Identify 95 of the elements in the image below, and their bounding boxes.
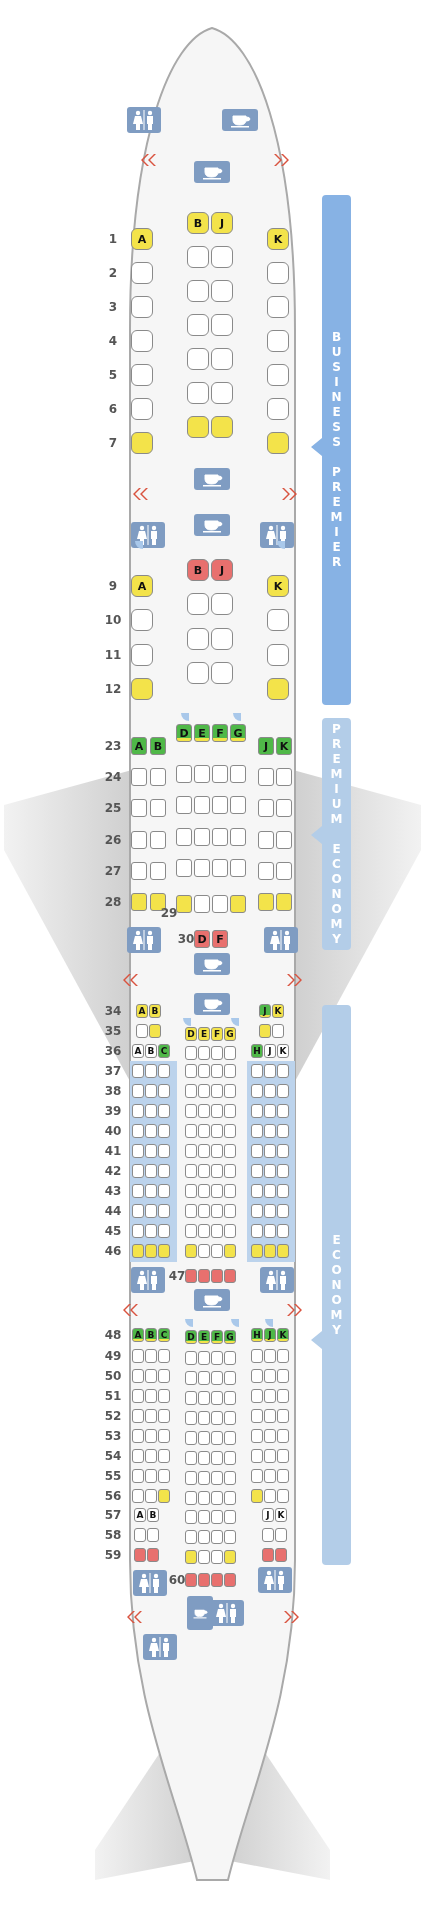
row-number: 4 [108, 335, 118, 347]
seat: D [176, 724, 192, 742]
row-number: 28 [104, 896, 122, 908]
row-number: 38 [104, 1085, 122, 1097]
row-number: 27 [104, 864, 122, 877]
row-number: 5 [108, 369, 118, 381]
seat: H [251, 1328, 263, 1342]
row-number: 29 [160, 907, 178, 919]
row-number: 10 [104, 614, 122, 627]
seat: D [194, 930, 210, 948]
row-number: 47 [168, 1270, 186, 1282]
row-number: 23 [104, 740, 122, 752]
seat: J [264, 1044, 276, 1058]
seat: B [187, 559, 209, 581]
seat: F [211, 1027, 223, 1041]
seat: J [264, 1328, 276, 1342]
seat: J [211, 559, 233, 581]
row-number: 51 [104, 1390, 122, 1402]
seat: B [145, 1044, 157, 1058]
seat: G [224, 1027, 236, 1041]
row-number: 44 [104, 1205, 122, 1217]
seat: K [267, 228, 289, 250]
seat: J [211, 212, 233, 234]
row-number: 2 [108, 267, 118, 279]
section-band: BUSINESS PREMIER [311, 195, 351, 705]
seat: F [212, 930, 228, 948]
row-number: 39 [104, 1105, 122, 1117]
row-number: 26 [104, 833, 122, 846]
row-number: 59 [104, 1549, 122, 1561]
seat: A [136, 1004, 148, 1018]
seat: A [131, 228, 153, 250]
seat: A [131, 737, 147, 755]
row-number: 48 [104, 1329, 122, 1341]
row-number: 30 [177, 933, 195, 945]
seat: J [259, 1004, 271, 1018]
row-number: 36 [104, 1045, 122, 1057]
row-number: 7 [108, 437, 118, 449]
seat: K [272, 1004, 284, 1018]
seat: E [198, 1330, 210, 1344]
row-number: 56 [104, 1490, 122, 1502]
seat: J [262, 1508, 274, 1522]
row-number: 35 [104, 1025, 122, 1037]
row-number: 52 [104, 1410, 122, 1422]
row-number: 6 [108, 403, 118, 415]
seat: C [158, 1044, 170, 1058]
row-number: 37 [104, 1065, 122, 1077]
row-number: 46 [104, 1245, 122, 1257]
seat: E [194, 724, 210, 742]
seat: K [277, 1328, 289, 1342]
row-number: 41 [104, 1145, 122, 1157]
seat: F [212, 724, 228, 742]
section-band: PREMIUM ECONOMY [311, 718, 351, 950]
row-number: 24 [104, 771, 122, 784]
row-number: 11 [104, 648, 122, 661]
row-number: 58 [104, 1529, 122, 1541]
seat: D [185, 1027, 197, 1041]
row-number: 54 [104, 1450, 122, 1462]
seat: E [198, 1027, 210, 1041]
seat: A [132, 1044, 144, 1058]
row-number: 55 [104, 1470, 122, 1482]
row-number: 12 [104, 682, 122, 695]
seat: B [145, 1328, 157, 1342]
row-number: 43 [104, 1185, 122, 1197]
row-number: 57 [104, 1509, 122, 1521]
row-number: 45 [104, 1225, 122, 1237]
row-number: 3 [108, 301, 118, 313]
seat: D [185, 1330, 197, 1344]
seat: K [276, 737, 292, 755]
seat: F [211, 1330, 223, 1344]
row-number: 34 [104, 1005, 122, 1017]
row-number: 42 [104, 1165, 122, 1177]
row-number: 1 [108, 233, 118, 245]
seat: A [132, 1328, 144, 1342]
seat: B [147, 1508, 159, 1522]
seat: G [230, 724, 246, 742]
seat: K [277, 1044, 289, 1058]
row-number: 40 [104, 1125, 122, 1137]
row-number: 9 [108, 580, 118, 592]
row-number: 53 [104, 1430, 122, 1442]
row-number: 49 [104, 1350, 122, 1362]
seat: H [251, 1044, 263, 1058]
row-number: 25 [104, 802, 122, 815]
seat: G [224, 1330, 236, 1344]
seat: B [150, 737, 166, 755]
seat: K [267, 575, 289, 597]
seat: B [149, 1004, 161, 1018]
row-number: 50 [104, 1370, 122, 1382]
seat: A [134, 1508, 146, 1522]
row-number: 60 [168, 1574, 186, 1586]
seat: J [258, 737, 274, 755]
seat: A [131, 575, 153, 597]
seat: K [275, 1508, 287, 1522]
section-band: ECONOMY [311, 1005, 351, 1565]
seat: C [158, 1328, 170, 1342]
seat: B [187, 212, 209, 234]
